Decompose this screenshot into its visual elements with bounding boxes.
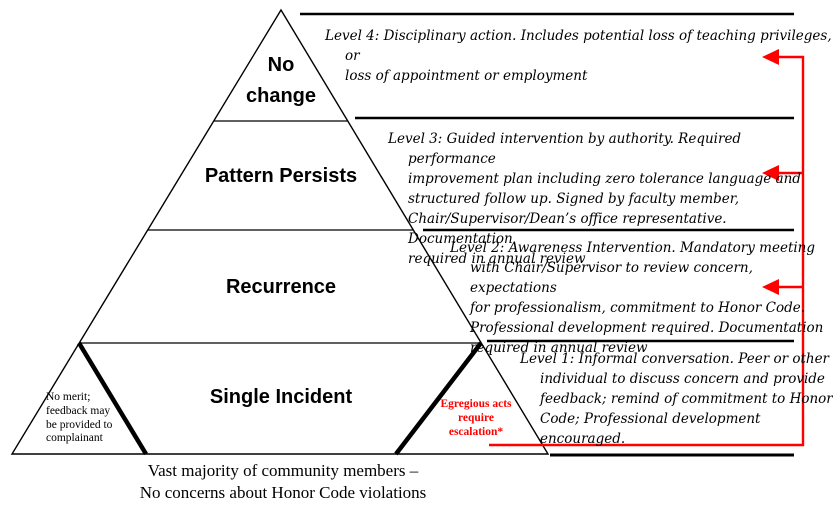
no-merit-note: No merit; feedback may be provided to co… (46, 391, 113, 445)
arrowhead-level4-icon (762, 49, 779, 65)
level-2-description: Level 2: Awareness Intervention. Mandato… (450, 240, 824, 356)
pyramid-outline (10, 8, 550, 455)
corner-line-right (394, 341, 483, 456)
tier-label-pattern-persists: Pattern Persists (204, 165, 358, 187)
arrowhead-level3-icon (762, 165, 779, 181)
egregious-acts-note: Egregious acts require escalation* (440, 398, 512, 438)
tier-label-recurrence: Recurrence (225, 276, 337, 298)
caption: Vast majority of community members – No … (139, 461, 427, 502)
tier-label-no-change: No change (245, 54, 317, 107)
arrowhead-level2-icon (762, 279, 779, 295)
level-4-description: Level 4: Disciplinary action. Includes p… (325, 28, 832, 84)
tier-label-single-incident: Single Incident (209, 386, 353, 408)
corner-line-left (77, 341, 148, 456)
level-3-description: Level 3: Guided intervention by authorit… (388, 131, 801, 267)
escalation-connector-line (489, 55, 805, 447)
level-1-description: Level 1: Informal conversation. Peer or … (520, 351, 833, 447)
